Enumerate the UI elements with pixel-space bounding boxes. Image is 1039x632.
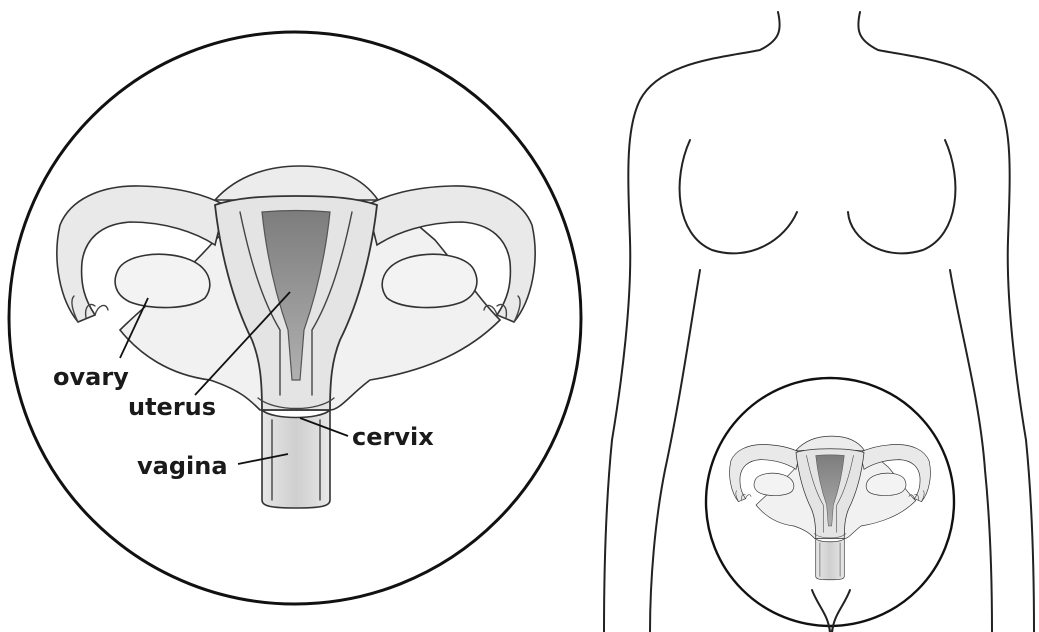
inset-view	[706, 378, 954, 632]
uterus-label: uterus	[128, 393, 216, 421]
ovary-label: ovary	[53, 363, 129, 391]
cervix-label: cervix	[352, 423, 434, 451]
magnified-view: ovary uterus cervix vagina	[9, 32, 581, 604]
vagina-label: vagina	[137, 452, 228, 480]
